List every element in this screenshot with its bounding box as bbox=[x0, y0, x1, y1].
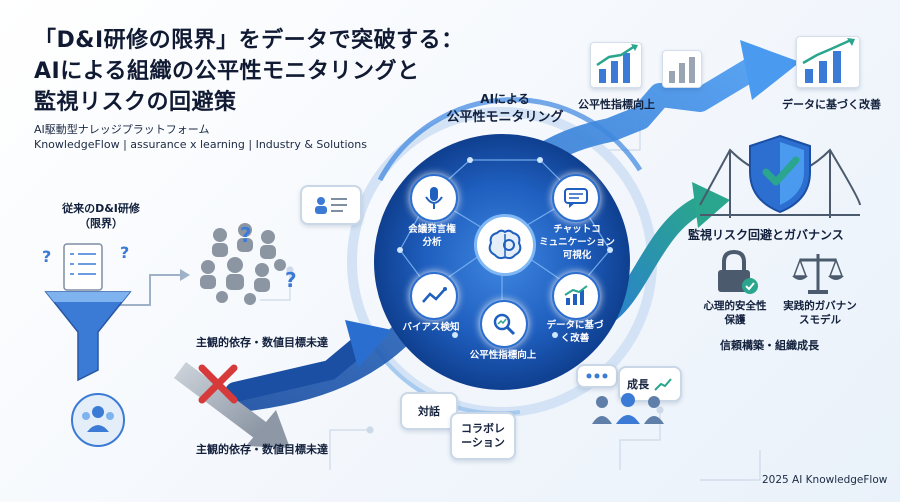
title-line-3: 監視リスクの回避策 bbox=[34, 90, 237, 115]
node-improve-line-2: く改善 bbox=[560, 333, 590, 344]
gray-arrow-path bbox=[174, 362, 266, 438]
subtitle-line-2: KnowledgeFlow | assurance x learning | I… bbox=[34, 138, 367, 151]
hub-title-line-1: AIによる bbox=[480, 92, 530, 106]
left-heading-line-2: （限界） bbox=[79, 217, 123, 230]
cross-icon bbox=[198, 364, 238, 404]
magnifier-icon bbox=[480, 300, 528, 348]
scale-icon bbox=[792, 254, 844, 294]
node-chat-line-2: ミュニケーション bbox=[539, 237, 615, 248]
crowd-icon bbox=[200, 223, 286, 305]
gray-arrow-head bbox=[246, 410, 290, 448]
growth-chart-icon bbox=[552, 272, 600, 320]
hub-title-line-2: 公平性モニタリング bbox=[446, 110, 564, 125]
node-fairness: 公平性指標向上 bbox=[469, 350, 537, 361]
collaboration-line-1: コラボレ bbox=[461, 421, 505, 435]
funnel-icon: ? ? bbox=[42, 243, 132, 382]
node-chat-line-3: 可視化 bbox=[562, 250, 592, 261]
question-icon: ? bbox=[42, 247, 51, 266]
right-safety-line-1: 心理的安全性 bbox=[703, 300, 767, 312]
right-heading: 監視リスク回避とガバナンス bbox=[688, 228, 844, 242]
title-line-1: 「D&I研修の限界」をデータで突破する： bbox=[34, 28, 464, 53]
brain-gear-icon bbox=[474, 214, 536, 276]
teal-arrow-head bbox=[692, 182, 730, 228]
left-label-bottom: 主観的依存・数値目標未達 bbox=[196, 443, 328, 456]
feedback-bubble bbox=[300, 185, 362, 225]
shield-check-icon bbox=[749, 134, 811, 214]
subtitle-line-1: AI駆動型ナレッジプラットフォーム bbox=[34, 123, 210, 136]
typing-bubble bbox=[576, 364, 618, 388]
people-icon bbox=[592, 393, 664, 424]
padlock-icon bbox=[718, 250, 758, 294]
chat-icon bbox=[552, 174, 600, 222]
people-icon bbox=[71, 393, 125, 447]
node-bias: バイアス検知 bbox=[402, 322, 460, 333]
right-governance-line-2: スモデル bbox=[799, 314, 841, 326]
document-checklist-icon bbox=[63, 243, 103, 291]
bias-chart-icon bbox=[410, 272, 458, 320]
node-improve-line-1: データに基づ bbox=[546, 320, 604, 331]
svg-text:?: ? bbox=[120, 243, 129, 262]
left-heading-line-1: 従来のD&I研修 bbox=[62, 202, 140, 215]
question-icon: ? bbox=[285, 268, 297, 292]
bar-chart-icon bbox=[590, 42, 642, 88]
main-arrow-head bbox=[740, 40, 800, 100]
question-icon: ? bbox=[240, 223, 252, 247]
node-meeting-line-2: 分析 bbox=[422, 237, 442, 248]
hub-network-dots bbox=[397, 157, 613, 338]
connector-line bbox=[118, 274, 180, 306]
dialogue-bubble: 対話 bbox=[400, 392, 458, 430]
right-footer-label: 信頼構築・組織成長 bbox=[720, 339, 819, 352]
collaboration-line-2: ーション bbox=[461, 436, 505, 449]
top-right-improve-label: データに基づく改善 bbox=[782, 98, 881, 111]
growth-label: 成長 bbox=[627, 378, 649, 391]
people-icon bbox=[315, 197, 347, 214]
title-line-2: AIによる組織の公平性モニタリングと bbox=[34, 59, 420, 84]
lower-arrow-head bbox=[345, 320, 392, 368]
left-label-top: 主観的依存・数値目標未達 bbox=[196, 336, 328, 349]
right-safety-line-2: 保護 bbox=[724, 314, 746, 326]
bar-chart-icon bbox=[796, 36, 860, 88]
node-meeting-line-1: 会議発言権 bbox=[408, 224, 456, 235]
microphone-icon bbox=[410, 174, 458, 222]
node-chat-line-1: チャットコ bbox=[553, 224, 601, 235]
right-governance-line-1: 実践的ガバナン bbox=[783, 300, 857, 312]
circuit-lines bbox=[260, 120, 761, 481]
bar-chart-icon bbox=[662, 50, 702, 88]
bridge-icon bbox=[699, 148, 861, 218]
growth-chart-icon bbox=[654, 378, 672, 391]
top-right-metric-label: 公平性指標向上 bbox=[578, 98, 655, 111]
footer-credit: 2025 AI KnowledgeFlow bbox=[762, 474, 888, 486]
collaboration-bubble: コラボレ ーション bbox=[450, 412, 516, 460]
lower-arrow-path bbox=[225, 335, 370, 402]
